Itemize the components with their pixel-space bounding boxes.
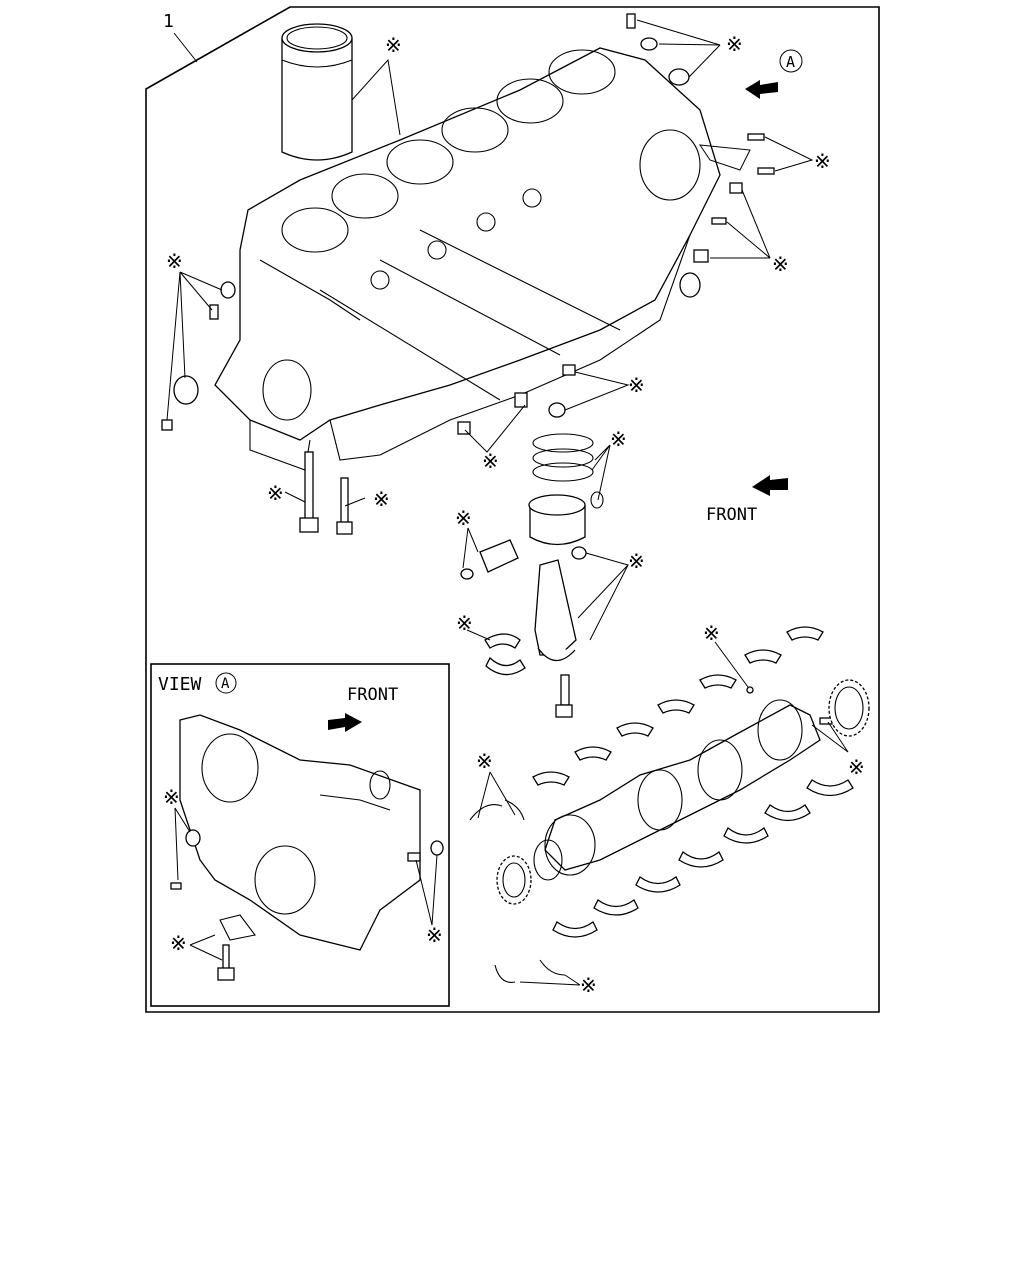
middle-plugs [457, 364, 630, 453]
kit-marker-rear-gear: ※ [848, 755, 865, 779]
crank-gear-front [496, 855, 532, 905]
inset-view-circle [215, 672, 237, 694]
front-label-inset: FRONT [347, 685, 398, 705]
front-arrow-inset [328, 713, 362, 732]
conrod-bearings [466, 629, 526, 676]
cylinder-liner [281, 23, 353, 161]
kit-marker-inset-right: ※ [426, 923, 443, 947]
crankshaft [533, 699, 839, 881]
inset-view-label: VIEW [158, 674, 202, 695]
left-seals-and-pins [161, 271, 236, 431]
cylinder-block [214, 47, 721, 471]
kit-marker-oil-hole: ※ [703, 621, 720, 645]
main-bearings-upper [532, 626, 824, 786]
piston-pin [460, 527, 519, 580]
kit-marker-dowels-right: ※ [814, 149, 831, 173]
kit-marker-inset-bottom: ※ [170, 931, 187, 955]
dowel-pins-right [698, 133, 814, 175]
item-number-label: 1 [163, 11, 174, 32]
kit-marker-bolt-right: ※ [373, 487, 390, 511]
thrust-washers-lower [494, 959, 581, 986]
kit-marker-thrust-upper: ※ [476, 749, 493, 773]
kit-marker-conrod-bearings: ※ [456, 611, 473, 635]
crank-gear-rear [811, 679, 870, 753]
view-a-inset-frame [150, 663, 450, 1007]
kit-marker-bolt-left: ※ [267, 481, 284, 505]
view-a-circle [779, 49, 803, 73]
main-bearing-bolts [284, 451, 366, 535]
kit-marker-inset-left: ※ [163, 785, 180, 809]
inset-parts [170, 807, 444, 981]
kit-marker-middle-low: ※ [482, 449, 499, 473]
outer-frame [145, 6, 880, 1013]
kit-marker-top-plugs: ※ [726, 32, 743, 56]
expansion-plugs-top [626, 13, 721, 86]
kit-marker-liner: ※ [385, 33, 402, 57]
piston-rings [532, 433, 611, 501]
view-a-arrow [745, 80, 778, 99]
plugs-right [679, 182, 771, 298]
inset-block-end-view [179, 714, 421, 951]
view-a-marker: A [786, 53, 795, 71]
main-bearings-lower [552, 779, 854, 938]
kit-marker-conrod: ※ [628, 549, 645, 573]
kit-marker-plugs-right: ※ [772, 252, 789, 276]
thrust-washers-upper [469, 771, 525, 821]
inset-view-marker: A [221, 676, 230, 692]
front-label-main: FRONT [706, 505, 757, 525]
front-arrow-main [752, 475, 788, 496]
piston [528, 491, 604, 546]
kit-marker-middle-right: ※ [628, 373, 645, 397]
kit-marker-thrust-lower: ※ [580, 973, 597, 997]
liner-leader [351, 58, 401, 136]
connecting-rod [534, 546, 629, 718]
kit-marker-rings: ※ [610, 427, 627, 451]
item-number-leader [173, 32, 198, 63]
kit-marker-pin: ※ [455, 506, 472, 530]
kit-marker-left: ※ [166, 249, 183, 273]
